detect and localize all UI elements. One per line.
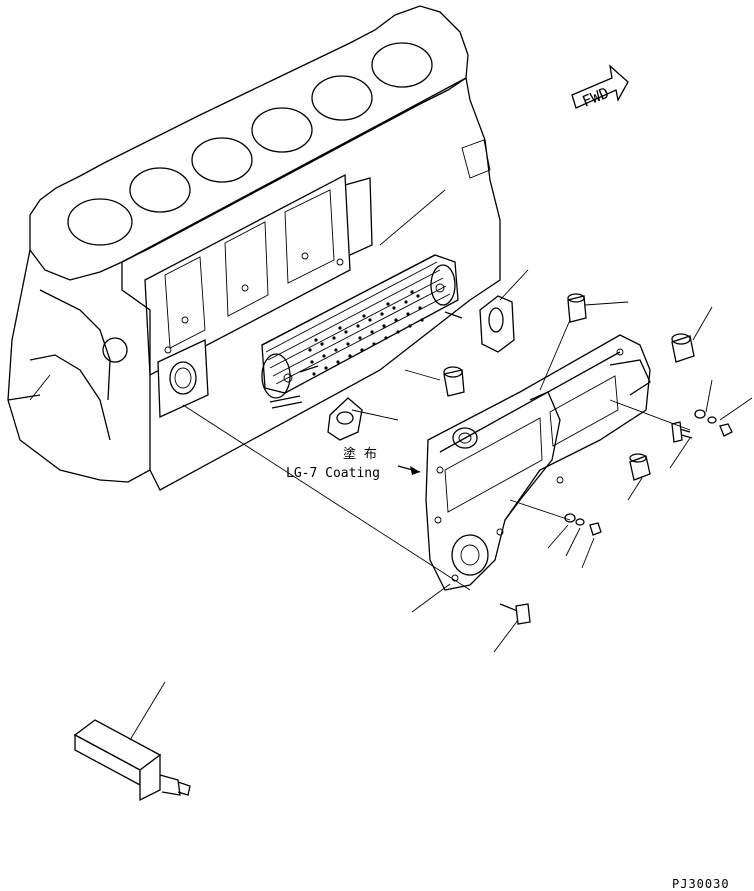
plug-lower: [629, 453, 651, 481]
gasket-upper: [479, 295, 515, 353]
fwd-label: FWD: [580, 84, 612, 111]
coating-label-jp: 塗 布: [343, 446, 377, 462]
figure-code: PJ30030: [672, 877, 730, 891]
oil-cooler-core: [261, 254, 463, 409]
leader-lines: [29, 189, 753, 741]
bolt-right: [671, 421, 693, 443]
plug-top: [567, 293, 587, 323]
bolt-lower: [499, 603, 531, 625]
coating-pointer-arrow: [397, 465, 421, 475]
tool-shaft: [73, 719, 191, 802]
engine-block: [7, 5, 501, 491]
cooler-fin-dots: [308, 290, 424, 376]
fwd-arrow-icon: FWD: [571, 64, 629, 111]
plug-right: [671, 333, 695, 363]
coating-label-en: LG-7 Coating: [286, 466, 380, 481]
gasket-lower: [327, 397, 363, 441]
plug-left: [443, 366, 465, 397]
oil-cooler-cover: [425, 334, 651, 591]
